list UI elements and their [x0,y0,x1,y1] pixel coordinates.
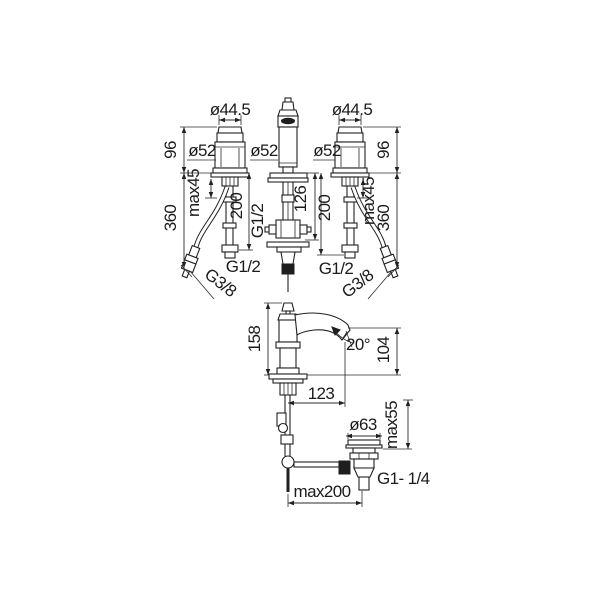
spout-arm [294,312,351,341]
dim-counter-max-left: max45 [184,169,203,217]
dim-height-96-right: 96 [374,141,393,159]
rod-ball-joint [281,455,295,469]
right-valve-view: ø44.5 ø52 96 360 max45 200 G1/2 G3/8 [313,100,401,302]
label-thread-center: G1/2 [248,204,267,239]
center-spout-front-view: ø52 126 G1/2 [248,97,319,292]
popup-rod-linkage [276,395,340,492]
popup-waste-view: ø63 max55 G1- 1/4 max200 [287,399,430,507]
hose-connector-left [180,244,201,279]
dim-height-96-left: 96 [161,141,180,159]
dim-tube-length-center: 126 [291,186,310,213]
dim-tube-length-left: 200 [227,193,246,220]
dim-spout-height: 158 [245,326,264,353]
dim-counter-max-drain: max55 [382,401,401,449]
left-valve-view: ø44.5 ø52 96 360 max45 200 G1/2 G3/8 [161,100,261,301]
dim-tube-length-right: 200 [315,195,334,222]
dim-counter-max-right: max45 [359,177,378,225]
label-outlet-thread-left: G1/2 [226,257,261,276]
dim-body-diameter-left: ø52 [188,141,216,160]
dim-body-diameter-center: ø52 [250,141,278,160]
dim-diameter-top-left: ø44.5 [210,100,251,119]
dim-body-diameter-right: ø52 [313,141,341,160]
horizontal-rod [293,461,340,468]
label-outlet-thread-right: G1/2 [319,259,354,278]
dim-total-height-right: 360 [374,205,393,232]
rod-clamp [338,460,351,475]
dim-rod-reach: max200 [294,482,351,501]
dim-spout-reach: 123 [308,384,335,403]
dim-flange-diameter: ø63 [349,415,377,434]
spout-side-view: 158 104 20° 123 [245,302,401,492]
dim-outlet-height: 104 [374,337,393,364]
dim-diameter-top-right: ø44.5 [332,100,373,119]
popup-waste-plug [266,241,310,292]
spout-outlet-front [281,117,295,125]
dim-total-height-left: 360 [161,205,180,232]
dim-spout-angle: 20° [346,335,370,354]
label-drain-thread: G1- 1/4 [377,469,430,488]
